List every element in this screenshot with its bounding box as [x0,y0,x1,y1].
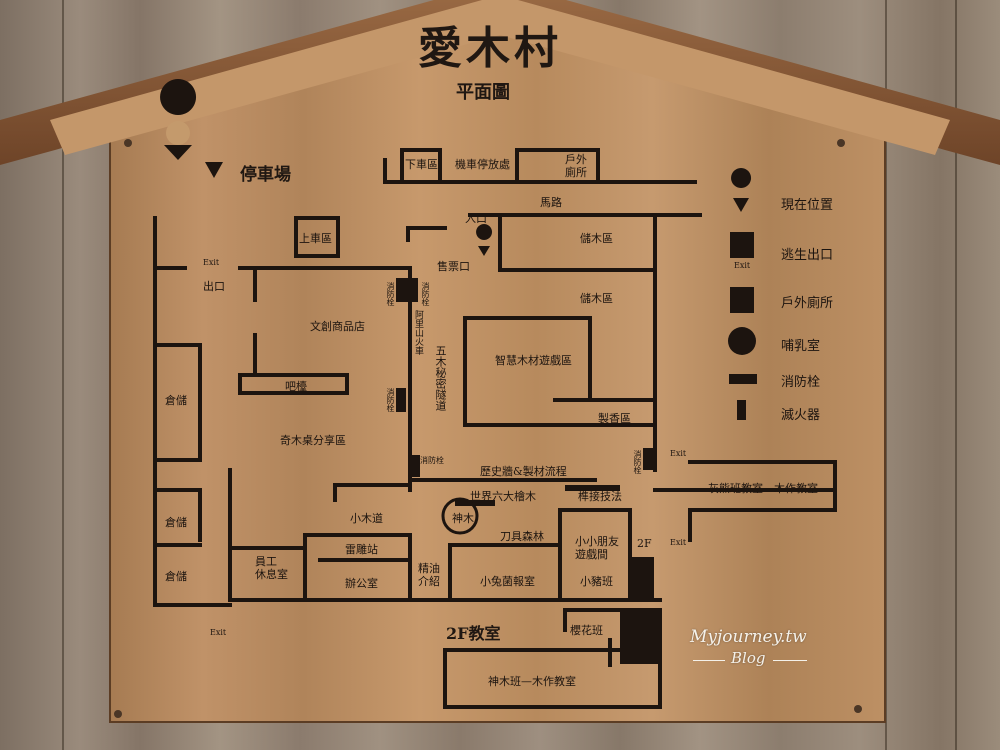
exit-icon [730,232,754,258]
sign-subtitle: 平面圖 [456,82,510,103]
pig-label: 小豬班 [580,575,613,588]
watermark-rule-left [693,660,725,661]
pickup-label: 上車區 [299,232,332,245]
toilet-icon [730,287,754,313]
legend-label-1: 逃生出口 [781,248,834,263]
oil-intro-label: 精油 介紹 [418,562,440,588]
bear-class-label: 灰熊班教室—木作教室 [708,482,818,495]
knife-forest-label: 刀具森林 [500,530,544,543]
storage-wood-2-label: 儲木區 [580,292,613,305]
watermark-line2: Blog [731,649,766,667]
small-wood-road-label: 小木道 [350,512,383,525]
five-wood-tunnel-label: 五木秘密隧道 [434,345,447,411]
hydrant-label-5: 消防栓 [633,450,642,474]
hydrant-label-2: 消防栓 [421,282,430,306]
door-markers [396,278,658,664]
rabbit-label: 小兔菌報室 [480,575,535,588]
storage-1-label: 倉儲 [165,394,187,407]
stair-2f-label: 2F [637,537,652,550]
shenmu-class-label: 神木班—木作教室 [488,675,576,688]
legend-label-3: 哺乳室 [781,339,821,354]
roof-trim [50,0,950,155]
exit-tag-4: Exit [210,628,227,637]
storage-2-label: 倉儲 [165,516,187,529]
fire-extinguisher-icon [737,400,746,420]
outdoor-toilet-label: 戶外 廁所 [565,153,587,179]
exit-tag-3: Exit [670,538,687,547]
mortise-label: 榫接技法 [578,490,622,503]
hydrant-label-4: 消防栓 [420,456,444,465]
nursing-room-icon [728,327,756,355]
legend-label-0: 現在位置 [781,198,834,213]
thunder-label: 雷雕站 [345,543,378,556]
fire-hydrant-icon [729,374,757,384]
watermark-line1: Myjourney.tw [690,627,807,647]
sign-title: 愛木村 [418,23,562,74]
alishan-train-label: 阿里山火車 [413,310,423,355]
parking-arrow-icon [205,162,223,178]
plank-seam [62,0,64,750]
exit-tag-1: Exit [203,258,220,267]
cherry-label: 櫻花班 [570,624,603,637]
history-label: 歷史牆&製材流程 [480,465,567,478]
current-location-pin [476,224,493,256]
drop-off-label: 下車區 [405,158,438,171]
kids-room-label: 小小朋友 遊戲間 [575,535,619,561]
exit-label: 出口 [203,280,225,293]
entrance-label: 入口 [465,212,487,225]
storage-wood-1-label: 儲木區 [580,232,613,245]
ticket-label: 售票口 [437,260,470,273]
hydrant-label-1: 消防栓 [386,282,395,306]
staff-label: 員工 休息室 [255,555,288,581]
legend-label-2: 戶外廁所 [781,296,834,311]
road-label: 馬路 [540,196,562,209]
location-pin-icon [731,168,752,212]
floor2-label: 2F教室 [446,624,501,643]
office-label: 辦公室 [345,577,378,590]
parking-icon [160,79,197,160]
table-share-label: 奇木桌分享區 [280,434,346,447]
world-wood-label: 世界六大檜木 [470,490,536,503]
watermark-rule-right [773,660,807,661]
incense-label: 製香區 [598,412,631,425]
exit-tag-2: Exit [670,449,687,458]
culture-shop-label: 文創商品店 [310,320,365,333]
legend-icons [728,168,757,420]
plank-seam [955,0,957,750]
parking-label: 停車場 [240,165,291,185]
floor-plan-walls [153,148,837,709]
legend-label-4: 消防栓 [781,375,821,390]
hydrant-label-3: 消防栓 [386,388,395,412]
bar-label: 吧檯 [285,380,307,393]
exit-tag-5: Exit [734,261,751,270]
storage-3-label: 倉儲 [165,570,187,583]
sacred-tree-circle [441,497,479,535]
smart-wood-game-label: 智慧木材遊戲區 [495,354,572,367]
legend-label-5: 滅火器 [781,408,821,423]
sacred-tree-label: 神木 [452,512,474,525]
moto-parking-label: 機車停放處 [455,158,510,171]
